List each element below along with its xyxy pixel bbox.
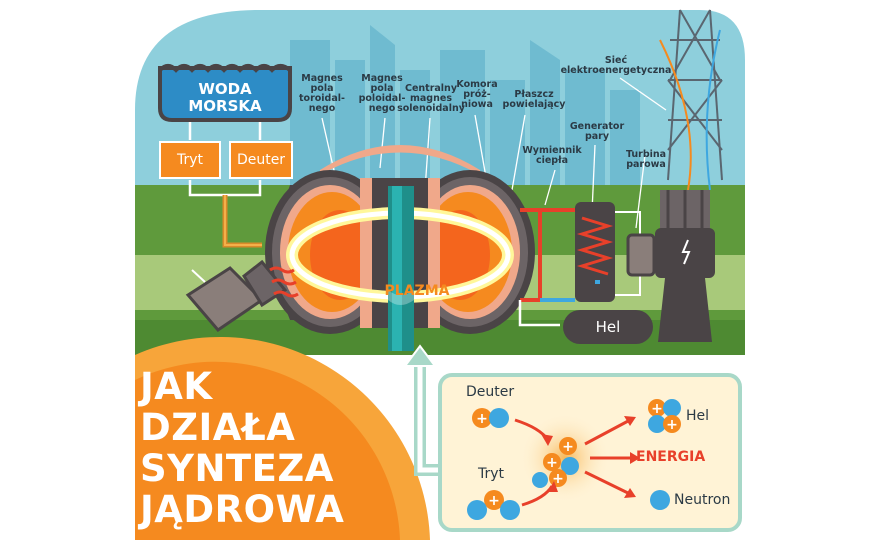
- page-title: JAK DZIAŁA SYNTEZA JĄDROWA: [140, 365, 345, 531]
- reaction-panel: [438, 373, 742, 532]
- steam-pipes: [615, 211, 641, 296]
- sun-rays: [135, 336, 430, 540]
- proton-plus-signs: ++ +++ ++: [476, 401, 678, 509]
- reaction-neutron-label: Neutron: [674, 492, 731, 508]
- label-central-solenoid: Centralny magnes solenoidalny: [397, 83, 465, 114]
- svg-text:+: +: [651, 401, 663, 417]
- reaction-arrow: [403, 344, 440, 476]
- svg-text:+: +: [552, 471, 564, 487]
- label-breeding-blanket: Płaszcz powielający: [502, 89, 566, 110]
- reaction-energy-label: ENERGIA: [636, 449, 706, 465]
- fuel-pipes: [188, 122, 262, 197]
- svg-text:+: +: [488, 493, 500, 509]
- seawater-tank: [158, 64, 292, 122]
- label-power-grid: Sieć elektroenergetyczna: [560, 55, 672, 76]
- helium-tank-label: Hel: [595, 318, 621, 336]
- steam-generator: [575, 202, 615, 302]
- seawater-label: WODA MORSKA: [188, 80, 262, 115]
- reactor: [265, 145, 535, 351]
- helium-tank-shape: [563, 310, 653, 344]
- tritium-box-shape: [159, 141, 221, 179]
- neutral-beam-injector: [185, 259, 299, 332]
- reaction-deuterium-label: Deuter: [466, 384, 515, 400]
- svg-text:+: +: [666, 417, 678, 433]
- label-steam-generator: Generator pary: [569, 121, 625, 142]
- reaction-tritium-label: Tryt: [478, 466, 505, 482]
- svg-text:+: +: [546, 455, 558, 471]
- steam-turbine: [626, 190, 715, 342]
- helium-return-pipe: [518, 300, 560, 327]
- label-vacuum-chamber: Komora próż- niowa: [456, 79, 498, 110]
- label-poloidal-magnet: Magnes pola poloidal- nego: [358, 73, 406, 114]
- label-heat-exchanger: Wymiennik ciepła: [522, 145, 582, 166]
- deuterium-box-shape: [229, 141, 293, 179]
- power-lines: [659, 29, 721, 191]
- heat-loop: [520, 208, 575, 302]
- reaction-helium-label: Hel: [686, 408, 710, 424]
- svg-text:+: +: [562, 439, 574, 455]
- transmission-tower: [667, 9, 723, 181]
- plasma-label: PLAZMA: [384, 283, 450, 299]
- svg-text:+: +: [476, 411, 488, 427]
- label-toroidal-magnet: Magnes pola toroidal- nego: [299, 73, 345, 114]
- tritium-label: Tryt: [176, 152, 204, 168]
- deuterium-label: Deuter: [236, 152, 286, 168]
- label-steam-turbine: Turbina parowa: [625, 149, 667, 170]
